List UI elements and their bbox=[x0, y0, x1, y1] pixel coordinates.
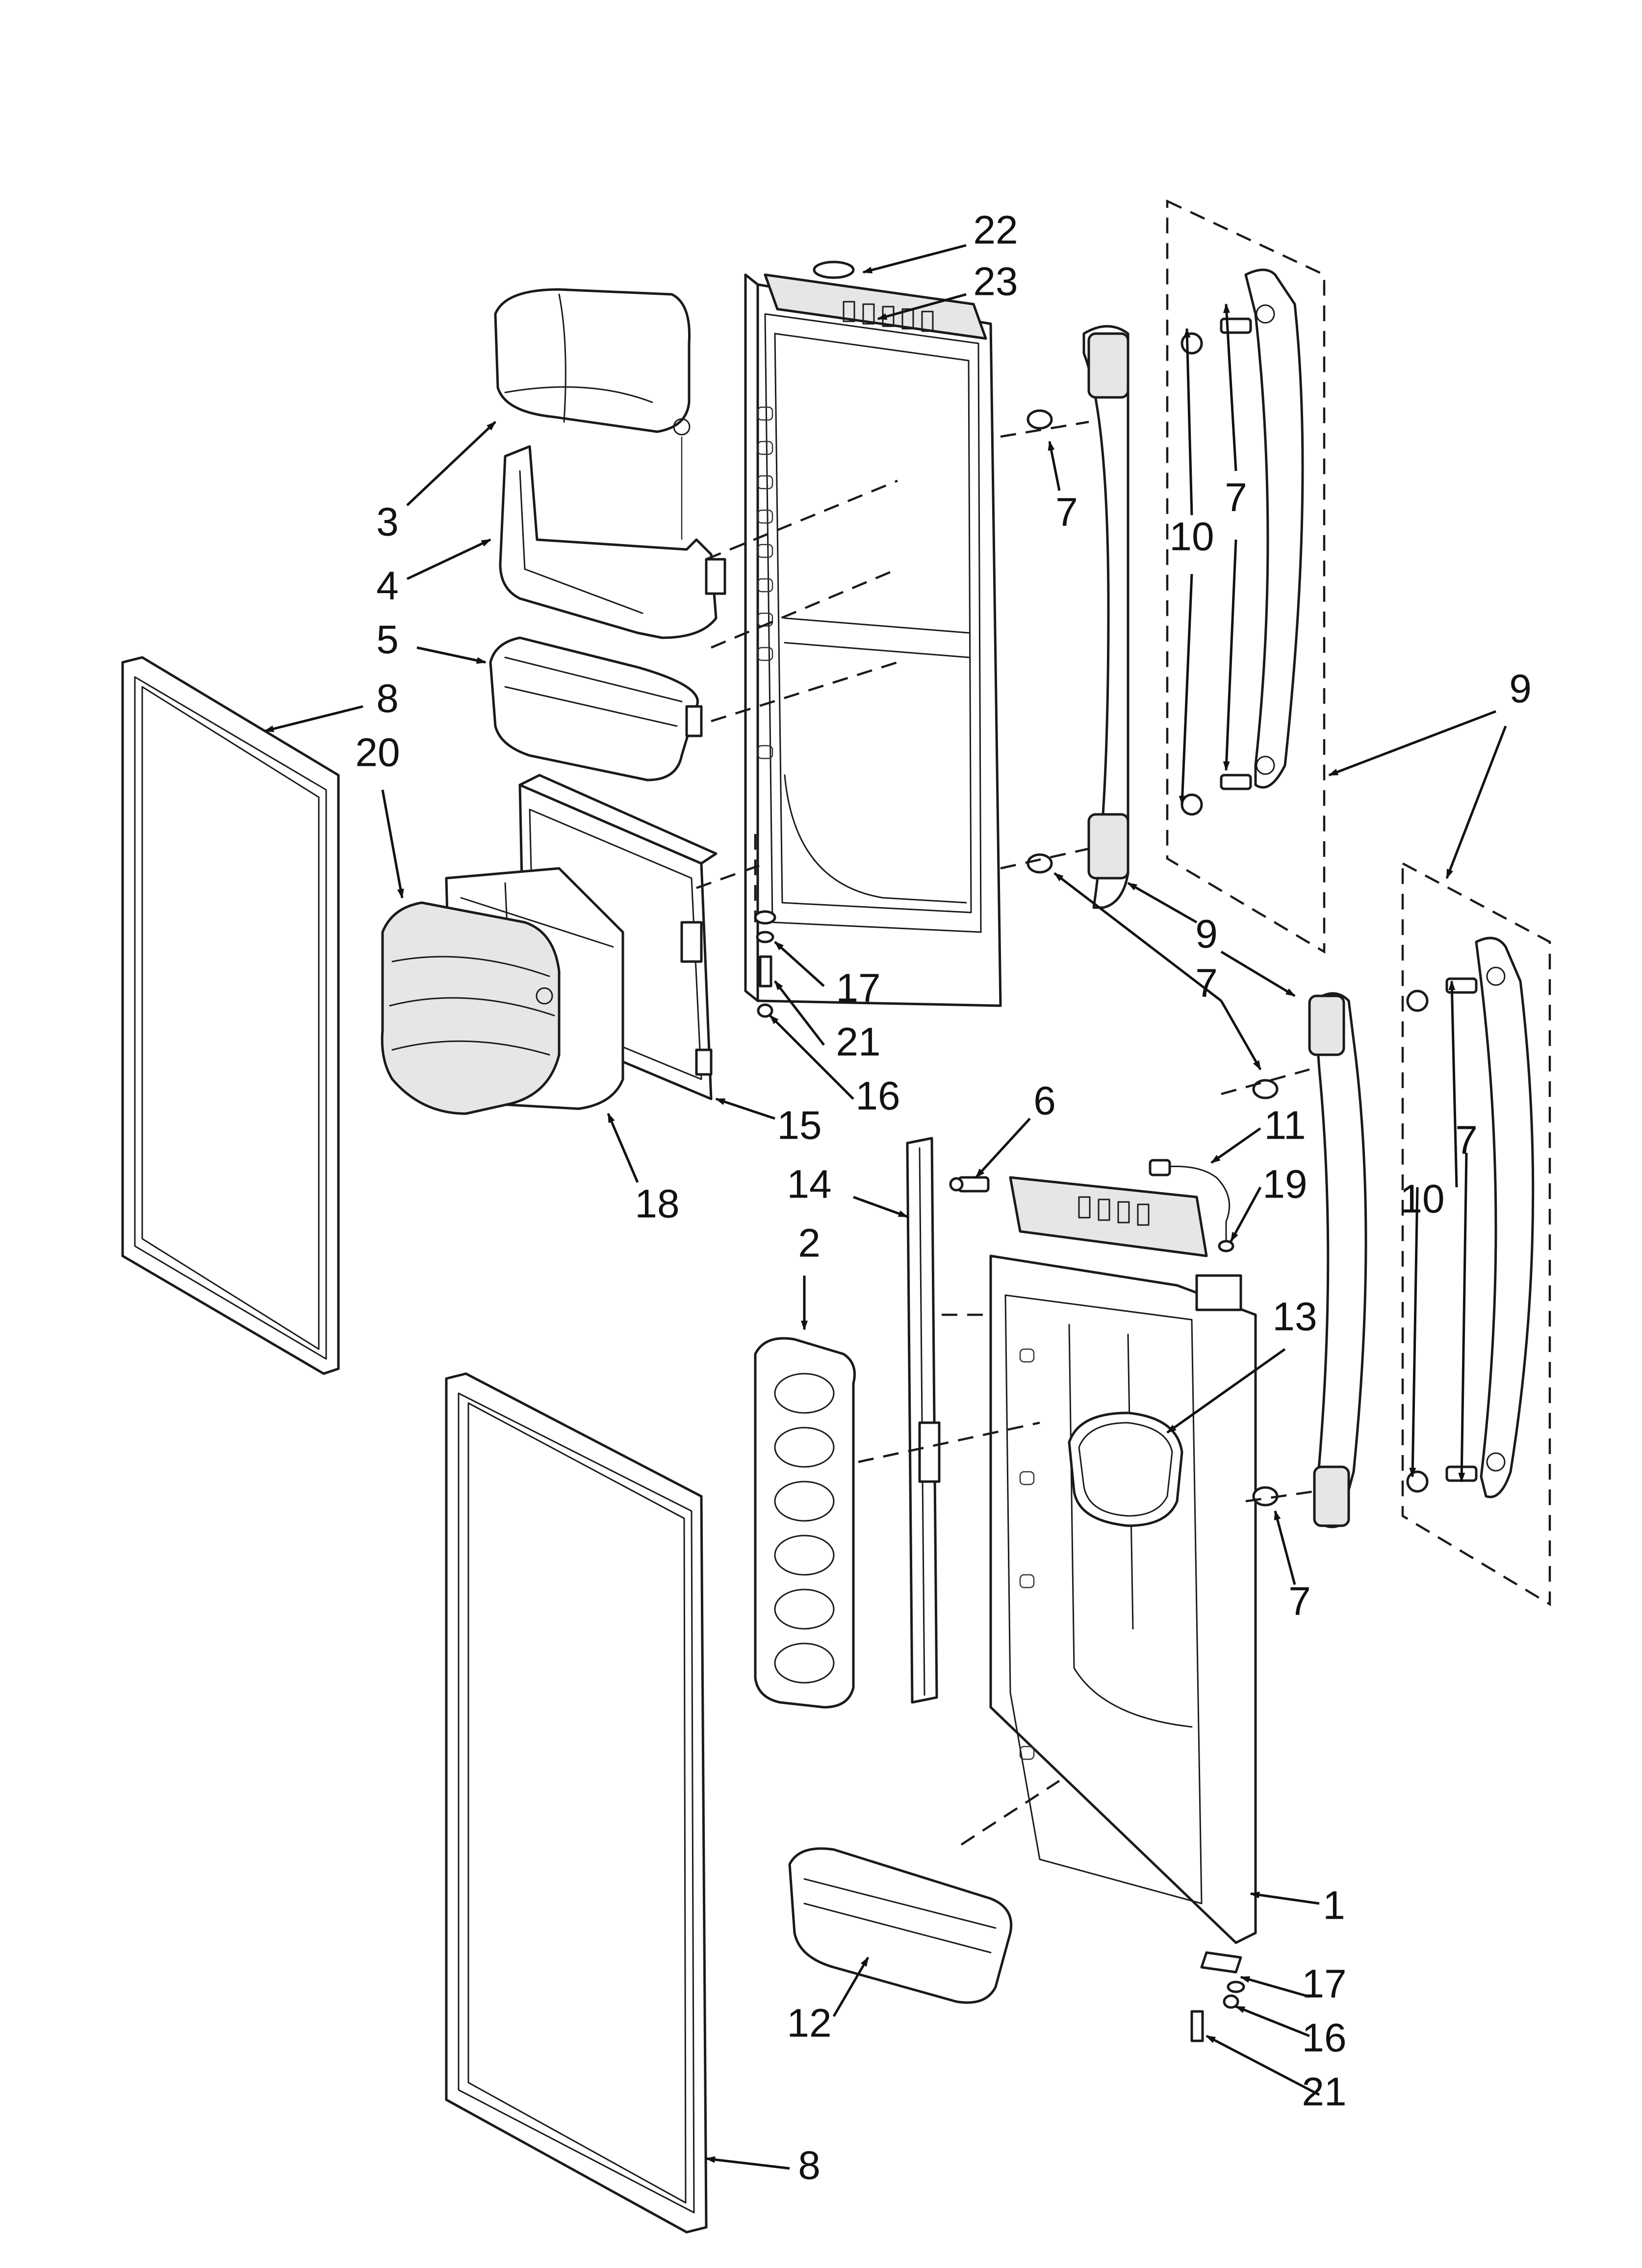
callout-22: 22 bbox=[973, 208, 1018, 253]
callout-leaders bbox=[264, 244, 1507, 2170]
water-tube-and-fittings bbox=[1149, 1159, 1234, 1252]
callout-11: 11 bbox=[1264, 1103, 1306, 1148]
callout-17-upper: 17 bbox=[836, 966, 880, 1011]
callout-8-lower-gasket: 8 bbox=[798, 2143, 821, 2188]
callout-16-upper: 16 bbox=[855, 1074, 900, 1119]
callout-7-upper-stud: 7 bbox=[1055, 490, 1078, 535]
callout-15: 15 bbox=[777, 1103, 821, 1148]
callout-8-upper-gasket: 8 bbox=[376, 677, 399, 721]
callout-21-upper: 21 bbox=[836, 1020, 880, 1065]
lower-door-bin bbox=[788, 1847, 1013, 2004]
dairy-door-cover bbox=[494, 288, 691, 436]
dispenser-door-liner bbox=[989, 1176, 1257, 1944]
ice-bin-cover bbox=[381, 901, 561, 1115]
hinge-hardware-lower bbox=[1190, 1951, 1245, 2042]
callout-labels: 22 23 3 4 5 8 20 7 10 7 9 9 7 17 21 16 1… bbox=[355, 208, 1531, 2188]
strip-screw bbox=[949, 1176, 990, 1193]
door-gasket-upper bbox=[121, 656, 340, 1375]
dispenser-chute-seal bbox=[1068, 1411, 1183, 1527]
callout-18: 18 bbox=[635, 1182, 679, 1226]
callout-5: 5 bbox=[376, 618, 399, 662]
callout-4: 4 bbox=[376, 564, 399, 608]
callout-6: 6 bbox=[1033, 1079, 1056, 1123]
callout-12: 12 bbox=[787, 2001, 831, 2046]
callout-9-upper: 9 bbox=[1509, 667, 1532, 711]
door-gasket-lower bbox=[445, 1372, 708, 2234]
can-rack bbox=[754, 1337, 856, 1709]
alignment-lines bbox=[696, 420, 1315, 1846]
dispenser-door-shelf-studs bbox=[1019, 1348, 1035, 1760]
upper-door-handle bbox=[1082, 325, 1129, 909]
dispenser-panel-strip bbox=[906, 1137, 941, 1704]
callout-7-upper-screw: 7 bbox=[1225, 475, 1247, 520]
dairy-bin bbox=[499, 437, 726, 639]
upper-door-plug bbox=[813, 261, 855, 279]
upper-door-bin bbox=[489, 636, 703, 782]
callout-20: 20 bbox=[355, 730, 400, 775]
callout-9-lower: 9 bbox=[1195, 912, 1218, 957]
upper-door-shelf-studs bbox=[757, 406, 773, 759]
callout-21-lower: 21 bbox=[1302, 2070, 1346, 2114]
handle-mount-studs bbox=[1026, 409, 1279, 1507]
callout-1: 1 bbox=[1323, 1883, 1345, 1928]
callout-10-lower: 10 bbox=[1400, 1177, 1444, 1222]
callout-17-lower: 17 bbox=[1302, 1962, 1346, 2007]
callout-23: 23 bbox=[973, 260, 1018, 304]
callout-19: 19 bbox=[1262, 1162, 1307, 1207]
lower-handle-exploded-assembly bbox=[1401, 861, 1551, 1606]
callout-16-lower: 16 bbox=[1302, 2016, 1346, 2060]
callout-13: 13 bbox=[1272, 1295, 1317, 1339]
upper-door-liner bbox=[744, 273, 1002, 1007]
callout-3: 3 bbox=[376, 500, 399, 545]
hinge-hardware-upper bbox=[754, 834, 776, 1018]
callout-7-middle: 7 bbox=[1195, 961, 1218, 1006]
callout-2: 2 bbox=[798, 1221, 821, 1266]
callout-7-lower-screw: 7 bbox=[1455, 1118, 1478, 1163]
callout-7-lower-stud: 7 bbox=[1288, 1579, 1311, 1624]
callout-14: 14 bbox=[787, 1162, 831, 1207]
callout-10-upper: 10 bbox=[1169, 515, 1214, 559]
lower-door-handle bbox=[1308, 992, 1367, 1528]
